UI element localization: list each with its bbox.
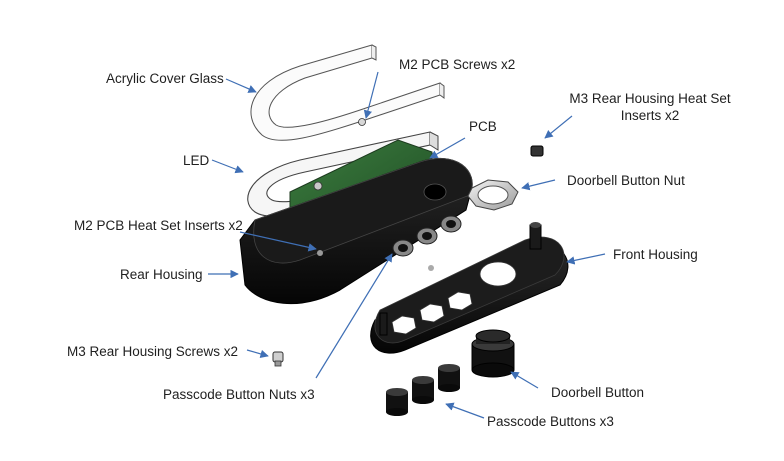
label-m3-rear-housing-heat-set-inserts: M3 Rear Housing Heat Set Inserts x2 [562,90,738,124]
callout-arrows [208,71,606,419]
label-m3-heat-set-line2: Inserts x2 [620,108,680,123]
front-housing [370,222,569,354]
doorbell-button [471,329,515,378]
label-m2-pcb-heat-set-inserts: M2 PCB Heat Set Inserts x2 [74,218,243,233]
nut-hole [422,232,432,240]
label-rear-housing: Rear Housing [120,267,203,282]
m3-heat-set-insert [530,145,544,157]
m3-rear-housing-screw [272,351,284,367]
callout-acrylic [225,78,257,93]
passcode-hole [447,291,473,311]
label-passcode-button-nuts: Passcode Button Nuts x3 [163,387,315,402]
label-pcb: PCB [469,119,497,134]
passcode-button [386,388,408,416]
passcode-hole [391,315,417,335]
callout-passcode-buttons [445,402,485,419]
callout-nut [521,179,556,191]
front-housing-post [529,224,542,250]
acrylic-cover-glass [250,44,445,141]
label-doorbell-button: Doorbell Button [551,385,645,400]
m2-pcb-screw [358,118,366,126]
rear-housing-hole [423,183,447,201]
label-acrylic-cover-glass: Acrylic Cover Glass [106,71,224,86]
label-led: LED [183,153,210,168]
label-m2-pcb-screws: M2 PCB Screws x2 [399,57,516,72]
callout-led [211,159,244,174]
callout-m3-heat-set [544,115,573,139]
label-doorbell-button-nut: Doorbell Button Nut [567,173,685,188]
pcb-screw-head [313,181,323,191]
m2-heat-set-insert [317,250,323,256]
nut-hole [398,244,408,252]
front-housing-pin [428,265,434,271]
callout-m2-inserts [239,231,317,252]
callout-m3-screws [246,349,269,358]
label-m3-heat-set-line1: M3 Rear Housing Heat Set [569,91,731,106]
doorbell-hole [479,261,517,287]
label-front-housing: Front Housing [613,247,698,262]
callout-pcb [429,137,466,159]
passcode-button [412,376,434,404]
passcode-buttons [386,364,460,416]
callout-front-housing [566,253,606,265]
callout-doorbell-button [510,371,539,389]
passcode-button [438,364,460,392]
passcode-hole [419,303,445,323]
doorbell-button-nut [467,179,519,211]
label-passcode-buttons: Passcode Buttons x3 [487,414,614,429]
rear-housing [239,157,473,305]
label-m3-rear-housing-screws: M3 Rear Housing Screws x2 [67,344,239,359]
callout-m2-screws [363,71,379,119]
callout-passcode-nuts [315,253,393,379]
front-housing-post [379,312,388,336]
post-top [530,222,541,228]
nut-hole [446,220,456,228]
